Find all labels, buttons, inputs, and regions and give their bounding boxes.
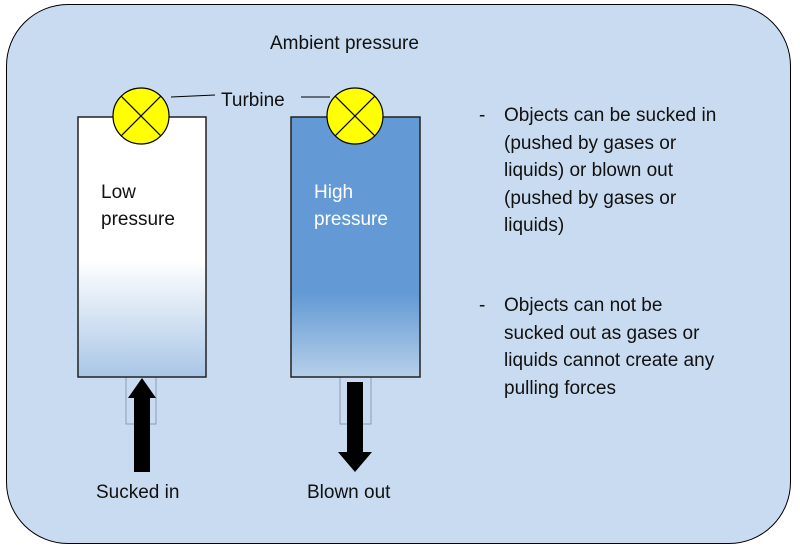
right-turbine-icon: [326, 87, 384, 145]
low-pressure-label-line1: Low: [101, 182, 136, 203]
sucked-in-arrow-icon: [128, 378, 156, 472]
blown-out-label: Blown out: [307, 482, 391, 503]
left-turbine-icon: [112, 87, 170, 145]
bullet-1-dash: -: [479, 105, 486, 126]
bullet-2-text: Objects can not be sucked out as gases o…: [504, 292, 714, 402]
high-pressure-chamber: [290, 116, 421, 378]
bullet-2-line: liquids cannot create any: [504, 350, 715, 372]
turbine-label: Turbine: [221, 90, 285, 111]
bullet-1-line: (pushed by gases or: [504, 187, 677, 209]
low-pressure-chamber: [77, 116, 207, 378]
bullet-2-dash: -: [479, 295, 486, 316]
high-pressure-label-line2: pressure: [314, 209, 388, 230]
bullet-1-line: Objects can be sucked in: [504, 105, 717, 126]
bullet-1-line: liquids): [504, 215, 565, 237]
bullet-1-line: (pushed by gases or: [504, 132, 677, 154]
blown-out-arrow-icon: [338, 382, 372, 472]
turbine-leader-left: [170, 94, 216, 98]
bullet-1-text: Objects can be sucked in (pushed by gase…: [504, 102, 716, 240]
ambient-pressure-title: Ambient pressure: [270, 33, 419, 54]
low-pressure-label-line2: pressure: [101, 209, 175, 230]
bullet-2-line: Objects can not be: [504, 295, 663, 316]
high-pressure-label-line1: High: [314, 182, 354, 203]
bullet-1-line: liquids) or blown out: [504, 160, 673, 182]
bullet-2-line: sucked out as gases or: [504, 322, 700, 344]
sucked-in-label: Sucked in: [96, 482, 180, 503]
bullet-2-line: pulling forces: [504, 377, 616, 399]
